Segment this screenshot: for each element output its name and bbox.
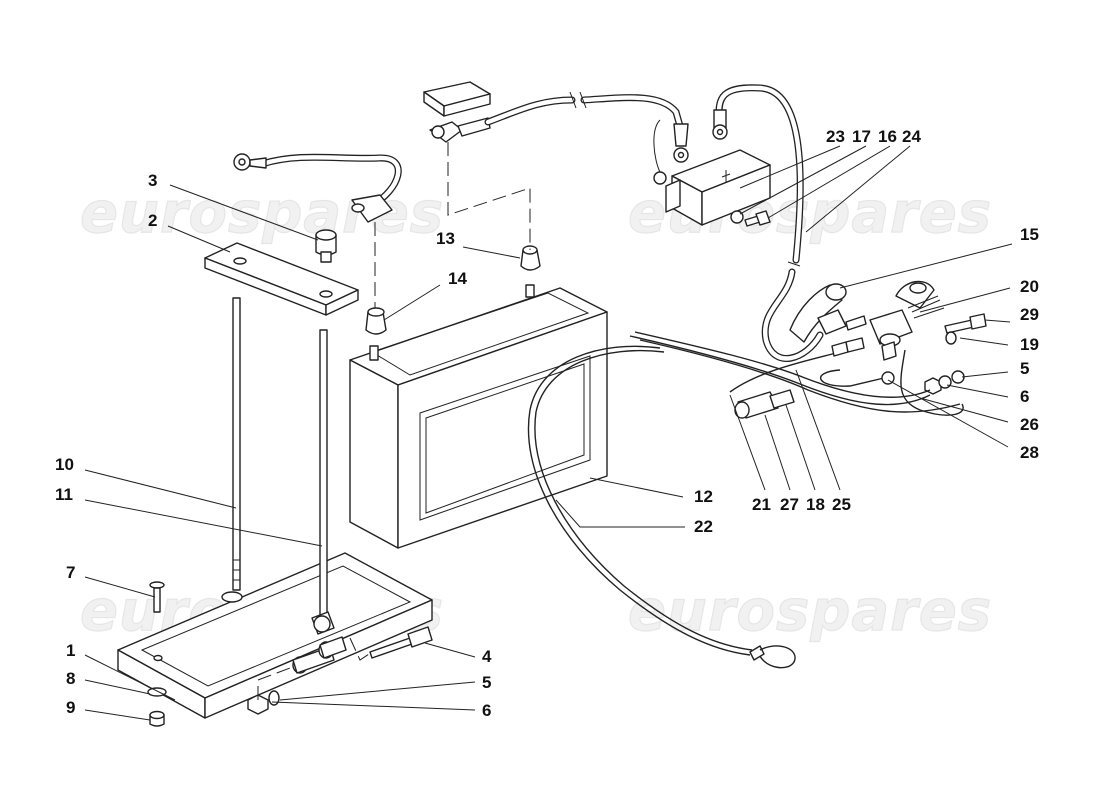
callout-27: 27 bbox=[780, 495, 799, 514]
callout-1: 1 bbox=[66, 641, 75, 660]
ground-strap bbox=[527, 345, 796, 669]
washer bbox=[938, 370, 965, 389]
callout-9: 9 bbox=[66, 698, 75, 717]
callout-2: 2 bbox=[148, 211, 157, 230]
callout-21: 21 bbox=[752, 495, 771, 514]
callout-22: 22 bbox=[694, 517, 713, 536]
bolt bbox=[292, 626, 433, 674]
callout-29: 29 bbox=[1020, 305, 1039, 324]
callout-5: 5 bbox=[1020, 359, 1029, 378]
callout-labels: 3 2 10 11 7 1 8 9 4 5 6 13 14 12 22 23 1… bbox=[55, 127, 1039, 720]
bolt bbox=[944, 313, 987, 334]
callout-11: 11 bbox=[55, 485, 73, 504]
callout-25: 25 bbox=[832, 495, 851, 514]
callout-20: 20 bbox=[1020, 277, 1039, 296]
callout-7: 7 bbox=[66, 563, 75, 582]
callout-28: 28 bbox=[1020, 443, 1039, 462]
hold-down-bracket bbox=[204, 242, 359, 316]
washer bbox=[147, 687, 167, 697]
nut bbox=[149, 710, 165, 727]
nut bbox=[315, 229, 337, 263]
callout-4: 4 bbox=[482, 647, 492, 666]
watermark: eurospares bbox=[628, 579, 992, 644]
battery bbox=[349, 284, 608, 549]
screw bbox=[149, 581, 165, 613]
callout-23: 23 bbox=[826, 127, 845, 146]
terminal-boot bbox=[789, 283, 867, 343]
isolator-switch bbox=[869, 280, 945, 361]
callout-6: 6 bbox=[482, 701, 491, 720]
terminal-cap bbox=[520, 245, 541, 271]
callout-16: 16 bbox=[878, 127, 897, 146]
positive-terminal-cover bbox=[665, 149, 771, 226]
callout-24: 24 bbox=[902, 127, 921, 146]
washer bbox=[945, 331, 957, 345]
callout-3: 3 bbox=[148, 171, 157, 190]
callout-14: 14 bbox=[448, 269, 467, 288]
callout-10: 10 bbox=[55, 455, 74, 474]
bolt bbox=[744, 210, 771, 227]
callout-17: 17 bbox=[852, 127, 871, 146]
callout-13: 13 bbox=[436, 229, 455, 248]
main-cable bbox=[712, 84, 824, 362]
callout-26: 26 bbox=[1020, 415, 1039, 434]
positive-cable bbox=[423, 81, 689, 185]
negative-cable bbox=[233, 153, 402, 223]
callout-15: 15 bbox=[1020, 225, 1039, 244]
terminal-cap bbox=[365, 307, 387, 335]
callout-8: 8 bbox=[66, 669, 75, 688]
callout-18: 18 bbox=[806, 495, 825, 514]
leader-lines bbox=[84, 145, 1013, 721]
callout-19: 19 bbox=[1020, 335, 1039, 354]
hold-down-rod bbox=[232, 297, 241, 591]
hold-down-rod bbox=[311, 329, 335, 635]
callout-6: 6 bbox=[1020, 387, 1029, 406]
callout-5: 5 bbox=[482, 673, 491, 692]
callout-12: 12 bbox=[694, 487, 713, 506]
wiring-harness bbox=[629, 331, 964, 419]
washer bbox=[268, 690, 280, 706]
